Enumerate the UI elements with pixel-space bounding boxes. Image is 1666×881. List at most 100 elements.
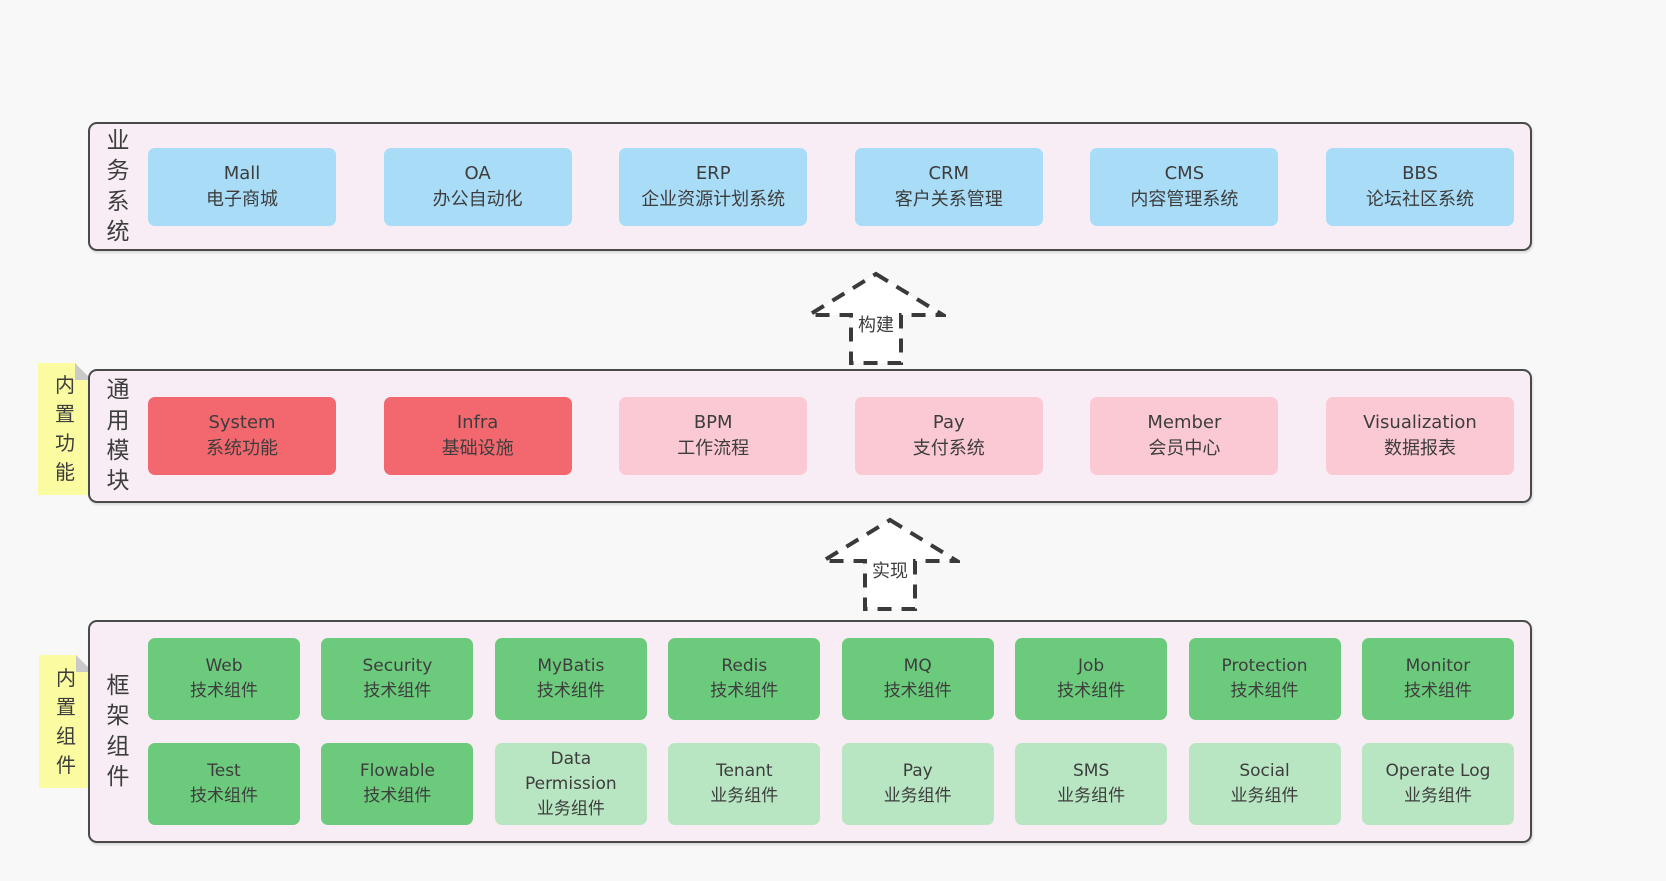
box-tenant-desc: 业务组件 — [710, 786, 779, 806]
box-erp-desc: 企业资源计划系统 — [641, 188, 786, 210]
box-tenant: Tenant 业务组件 — [668, 743, 821, 825]
box-oa-name: OA — [464, 162, 491, 184]
box-operate-log: Operate Log 业务组件 — [1361, 743, 1514, 825]
box-flowable-desc: 技术组件 — [363, 786, 432, 806]
box-oa: OA 办公自动化 — [383, 147, 572, 226]
box-bbs-desc: 论坛社区系统 — [1365, 188, 1474, 210]
box-test-name: Test — [207, 761, 241, 781]
box-redis-desc: 技术组件 — [710, 681, 779, 701]
box-social-desc: 业务组件 — [1230, 786, 1299, 806]
box-bbs: BBS 论坛社区系统 — [1325, 147, 1514, 226]
band-components-label: 框架组件 — [90, 622, 146, 841]
box-pay-component-desc: 业务组件 — [883, 786, 952, 806]
box-mybatis-name: MyBatis — [537, 656, 605, 676]
implement-arrow-label: 实现 — [868, 556, 912, 584]
box-monitor-name: Monitor — [1405, 656, 1471, 676]
box-pay-component-name: Pay — [902, 761, 933, 781]
band-components-content: Web 技术组件 Security 技术组件 MyBatis 技术组件 Redi… — [146, 622, 1530, 841]
box-member-name: Member — [1147, 412, 1222, 433]
box-sms-desc: 业务组件 — [1057, 786, 1126, 806]
sticky-note-built-in-features-text: 内置功能 — [55, 373, 75, 484]
box-crm-desc: 客户关系管理 — [894, 188, 1003, 210]
box-mybatis-desc: 技术组件 — [536, 681, 605, 701]
box-mall-name: Mall — [223, 162, 261, 184]
box-infra-desc: 基础设施 — [441, 438, 514, 459]
box-security-name: Security — [362, 656, 433, 676]
band-modules-label-text: 通用模块 — [106, 377, 130, 495]
box-bpm-desc: 工作流程 — [677, 438, 750, 459]
band-business-systems: 业务系统 Mall 电子商城 OA 办公自动化 ERP 企业资源计划系统 CRM… — [88, 122, 1532, 251]
band-components-label-text: 框架组件 — [106, 672, 130, 790]
box-job: Job 技术组件 — [1015, 638, 1168, 720]
box-pay-component: Pay 业务组件 — [841, 743, 994, 825]
box-security: Security 技术组件 — [321, 638, 474, 720]
sticky-note-built-in-features: 内置功能 — [38, 363, 92, 495]
box-redis: Redis 技术组件 — [668, 638, 821, 720]
box-visualization-desc: 数据报表 — [1383, 438, 1456, 459]
box-bpm: BPM 工作流程 — [619, 397, 808, 475]
box-system: System 系统功能 — [148, 397, 336, 475]
box-mall: Mall 电子商城 — [148, 147, 336, 226]
box-data-permission-desc: 业务组件 — [536, 798, 605, 819]
box-protection-name: Protection — [1221, 656, 1308, 676]
box-operate-log-desc: 业务组件 — [1403, 786, 1472, 806]
box-mall-desc: 电子商城 — [206, 188, 278, 210]
band-framework-components: 框架组件 Web 技术组件 Security 技术组件 MyBatis 技术组件… — [88, 620, 1532, 843]
box-member: Member 会员中心 — [1090, 397, 1279, 475]
box-bbs-name: BBS — [1402, 162, 1438, 184]
band-modules-label: 通用模块 — [90, 371, 146, 501]
box-monitor-desc: 技术组件 — [1403, 681, 1472, 701]
box-cms-desc: 内容管理系统 — [1130, 188, 1239, 210]
box-monitor: Monitor 技术组件 — [1361, 638, 1514, 720]
box-security-desc: 技术组件 — [363, 681, 432, 701]
build-arrow-label: 构建 — [854, 310, 898, 338]
box-crm-name: CRM — [928, 162, 970, 184]
box-mq-desc: 技术组件 — [883, 681, 952, 701]
box-protection: Protection 技术组件 — [1188, 638, 1341, 720]
box-web: Web 技术组件 — [148, 638, 300, 720]
box-infra: Infra 基础设施 — [383, 397, 572, 475]
box-data-permission: Data Permission 业务组件 — [494, 743, 647, 825]
band-business-label-text: 业务系统 — [106, 127, 130, 245]
box-bpm-name: BPM — [693, 412, 733, 433]
components-row-1: Web 技术组件 Security 技术组件 MyBatis 技术组件 Redi… — [148, 638, 1514, 720]
box-sms-name: SMS — [1072, 761, 1110, 781]
box-sms: SMS 业务组件 — [1015, 743, 1168, 825]
box-erp: ERP 企业资源计划系统 — [619, 147, 808, 226]
box-redis-name: Redis — [721, 656, 768, 676]
band-business-content: Mall 电子商城 OA 办公自动化 ERP 企业资源计划系统 CRM 客户关系… — [146, 124, 1530, 249]
box-system-name: System — [208, 412, 276, 433]
box-tenant-name: Tenant — [715, 761, 773, 781]
band-business-label: 业务系统 — [90, 124, 146, 249]
box-pay-module-desc: 支付系统 — [912, 438, 985, 459]
box-mq: MQ 技术组件 — [841, 638, 994, 720]
box-protection-desc: 技术组件 — [1230, 681, 1299, 701]
box-oa-desc: 办公自动化 — [432, 188, 523, 210]
box-cms: CMS 内容管理系统 — [1090, 147, 1279, 226]
box-visualization: Visualization 数据报表 — [1325, 397, 1514, 475]
box-web-name: Web — [205, 656, 243, 676]
box-job-name: Job — [1078, 656, 1105, 676]
box-infra-name: Infra — [456, 412, 499, 433]
box-test: Test 技术组件 — [148, 743, 300, 825]
band-modules-content: System 系统功能 Infra 基础设施 BPM 工作流程 Pay 支付系统… — [146, 371, 1530, 501]
box-test-desc: 技术组件 — [190, 786, 258, 806]
box-member-desc: 会员中心 — [1148, 438, 1221, 459]
box-system-desc: 系统功能 — [206, 438, 278, 459]
box-operate-log-name: Operate Log — [1385, 761, 1491, 781]
box-social-name: Social — [1239, 761, 1290, 781]
box-pay-module: Pay 支付系统 — [854, 397, 1043, 475]
box-social: Social 业务组件 — [1188, 743, 1341, 825]
box-flowable-name: Flowable — [359, 761, 436, 781]
sticky-note-built-in-components-text: 内置组件 — [56, 665, 76, 777]
box-web-desc: 技术组件 — [190, 681, 258, 701]
box-job-desc: 技术组件 — [1057, 681, 1126, 701]
sticky-note-built-in-components: 内置组件 — [39, 655, 93, 788]
box-pay-module-name: Pay — [932, 412, 965, 433]
box-crm: CRM 客户关系管理 — [854, 147, 1043, 226]
band-common-modules: 通用模块 System 系统功能 Infra 基础设施 BPM 工作流程 Pay… — [88, 369, 1532, 503]
components-row-2: Test 技术组件 Flowable 技术组件 Data Permission … — [148, 743, 1514, 825]
box-erp-name: ERP — [695, 162, 731, 184]
box-cms-name: CMS — [1164, 162, 1205, 184]
